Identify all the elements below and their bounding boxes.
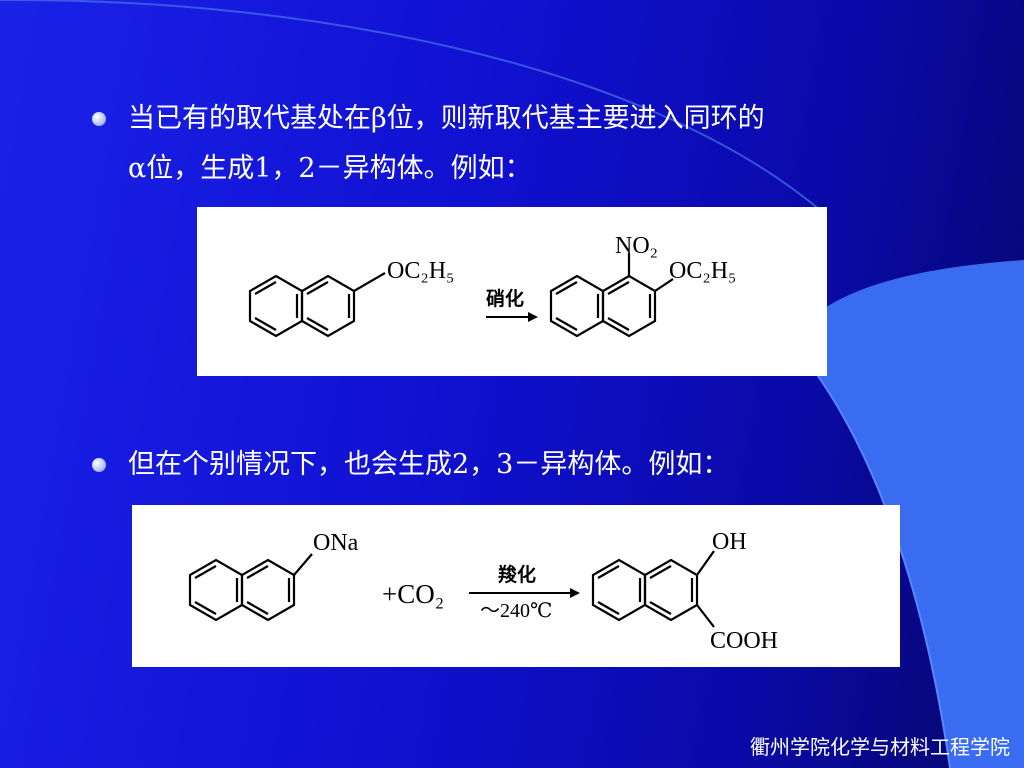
condition-temperature: ～240℃ [480,600,552,622]
condition-nitration-label: 硝化 [486,287,524,310]
reactant-naphthalene-2 [188,553,313,622]
product-naphthalene-2 [591,550,715,628]
product-1-ethoxy-group: OC₂H₅ [669,258,736,284]
reaction-arrow-1 [486,312,538,322]
footer-institution: 衢州学院化学与材料工程学院 [750,735,1010,759]
reaction-arrow-2 [469,588,580,598]
bullet-1-line-2: α位，生成1，2－异构体。例如： [128,153,532,184]
reaction-figure-nitration: OC₂H₅ 硝化 NO₂ OC₂H₅ [197,207,827,376]
reactant-2-group: ONa [313,530,359,556]
condition-carboxylation-label: 羧化 [498,563,536,586]
top-arc [0,0,821,211]
reactant-1-group: OC₂H₅ [387,258,454,284]
product-2-carboxyl-group: COOH [710,628,778,654]
bullet-1-line-1: 当已有的取代基处在β位，则新取代基主要进入同环的 [128,103,765,134]
bullet-dot-icon [92,458,106,472]
reactant-naphthalene [248,272,386,338]
product-naphthalene-1 [549,253,674,338]
bullet-dot-icon [92,112,106,126]
reagent-co2: +CO₂ [382,579,444,609]
product-1-nitro-group: NO₂ [615,233,658,259]
right-swoosh [790,260,1024,768]
reaction-figure-carboxylation: ONa +CO₂ 羧化 ～240℃ OH COOH [132,505,900,667]
product-2-hydroxy-group: OH [712,529,747,555]
bullet-2-line-1: 但在个别情况下，也会生成2，3－异构体。例如： [128,449,730,480]
